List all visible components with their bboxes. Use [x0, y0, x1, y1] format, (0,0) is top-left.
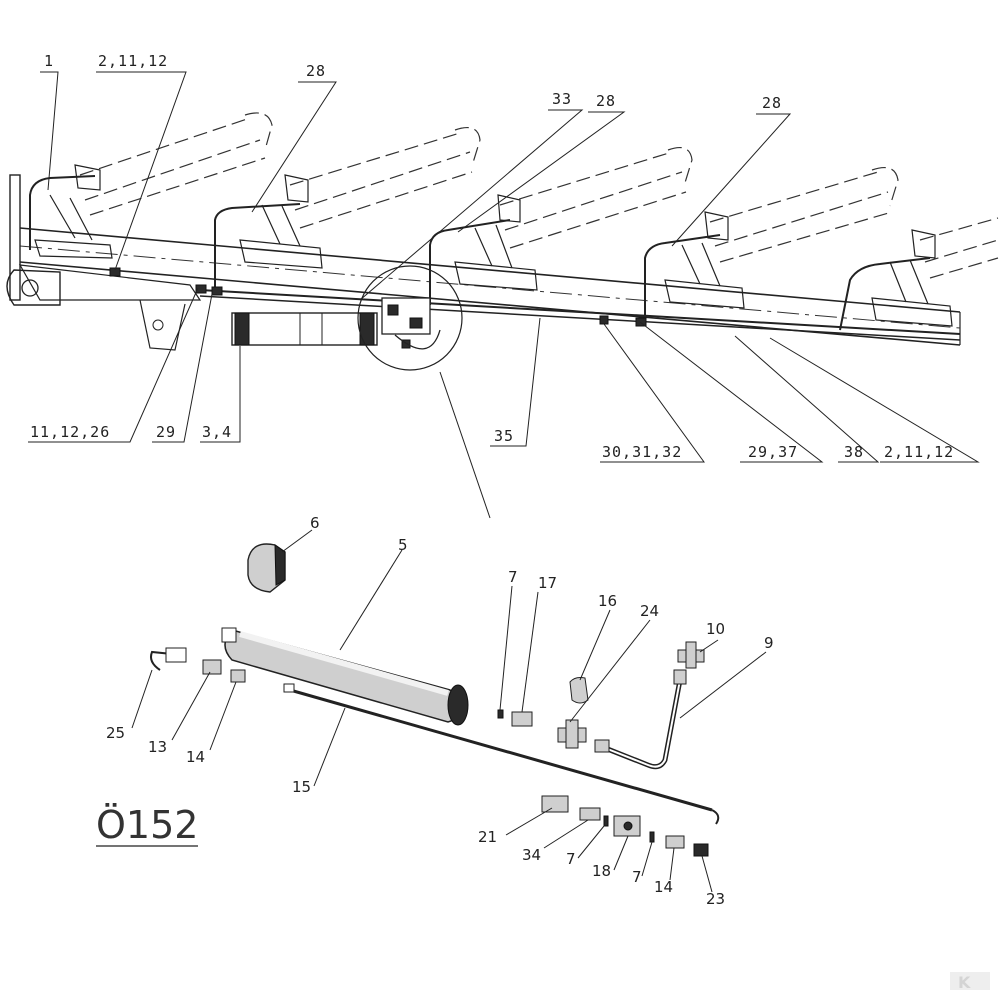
watermark-letter: K [958, 973, 971, 992]
callout-label: 33 [552, 90, 572, 108]
valve-block [381, 297, 441, 350]
callout-label: 5 [398, 536, 408, 554]
callout-label: 25 [106, 724, 125, 742]
callout-label: 10 [706, 620, 725, 638]
right-fittings [497, 641, 705, 770]
callout-label: 35 [494, 427, 514, 445]
callout-label: 16 [598, 592, 617, 610]
callout-label: 6 [310, 514, 320, 532]
bottom-callout-labels: 11,12,26 29 3,4 35 30,31,32 29,37 38 2,1… [30, 423, 954, 461]
exploded-detail [150, 543, 720, 857]
detail-callout-labels: 6 5 7 17 16 24 10 9 25 13 14 15 21 34 7 … [106, 514, 774, 908]
detail-callout-circle [357, 265, 463, 371]
callout-label: 23 [706, 890, 725, 908]
callout-label: 15 [292, 778, 311, 796]
callout-label: 38 [844, 443, 864, 461]
diagram-id-block: Ö152 [96, 803, 198, 847]
accumulator-cylinder [231, 312, 378, 346]
callout-label: 3,4 [202, 423, 232, 441]
callout-label: 7 [566, 850, 576, 868]
callout-label: 29,37 [748, 443, 798, 461]
callout-label: 21 [478, 828, 497, 846]
callout-label: 7 [508, 568, 518, 586]
brand-watermark: K [950, 972, 990, 992]
callout-label: 7 [632, 868, 642, 886]
callout-label: 28 [762, 94, 782, 112]
callout-label: 29 [156, 423, 176, 441]
ghost-cylinders [79, 112, 999, 279]
callout-label: 28 [596, 92, 616, 110]
hose-part [289, 688, 713, 812]
bottom-fittings [541, 795, 709, 857]
callout-label: 24 [640, 602, 659, 620]
cylinder-part [221, 627, 469, 726]
bracket-station-2 [239, 174, 323, 269]
callout-label: 13 [148, 738, 167, 756]
detail-leaders [131, 529, 767, 893]
callout-label: 2,11,12 [884, 443, 954, 461]
top-callout-labels: 1 2,11,12 28 33 28 28 [44, 52, 782, 112]
top-leaders [40, 71, 792, 301]
bracket-station-5 [871, 229, 953, 327]
diagram-id: Ö152 [96, 803, 198, 847]
callout-label: 14 [186, 748, 205, 766]
clamp-part [247, 543, 286, 593]
callout-label: 14 [654, 878, 673, 896]
callout-label: 30,31,32 [602, 443, 682, 461]
callout-label: 28 [306, 62, 326, 80]
boom-assembly [6, 112, 999, 519]
bracket-station-3 [454, 194, 538, 291]
bottom-leaders [28, 287, 980, 463]
left-fittings [150, 647, 246, 683]
callout-label: 34 [522, 846, 541, 864]
bracket-station-1 [34, 164, 113, 259]
callout-label: 18 [592, 862, 611, 880]
callout-label: 2,11,12 [98, 52, 168, 70]
bracket-station-4 [664, 211, 745, 309]
callout-label: 17 [538, 574, 557, 592]
callout-label: 9 [764, 634, 774, 652]
callout-label: 11,12,26 [30, 423, 110, 441]
callout-label: 1 [44, 52, 54, 70]
